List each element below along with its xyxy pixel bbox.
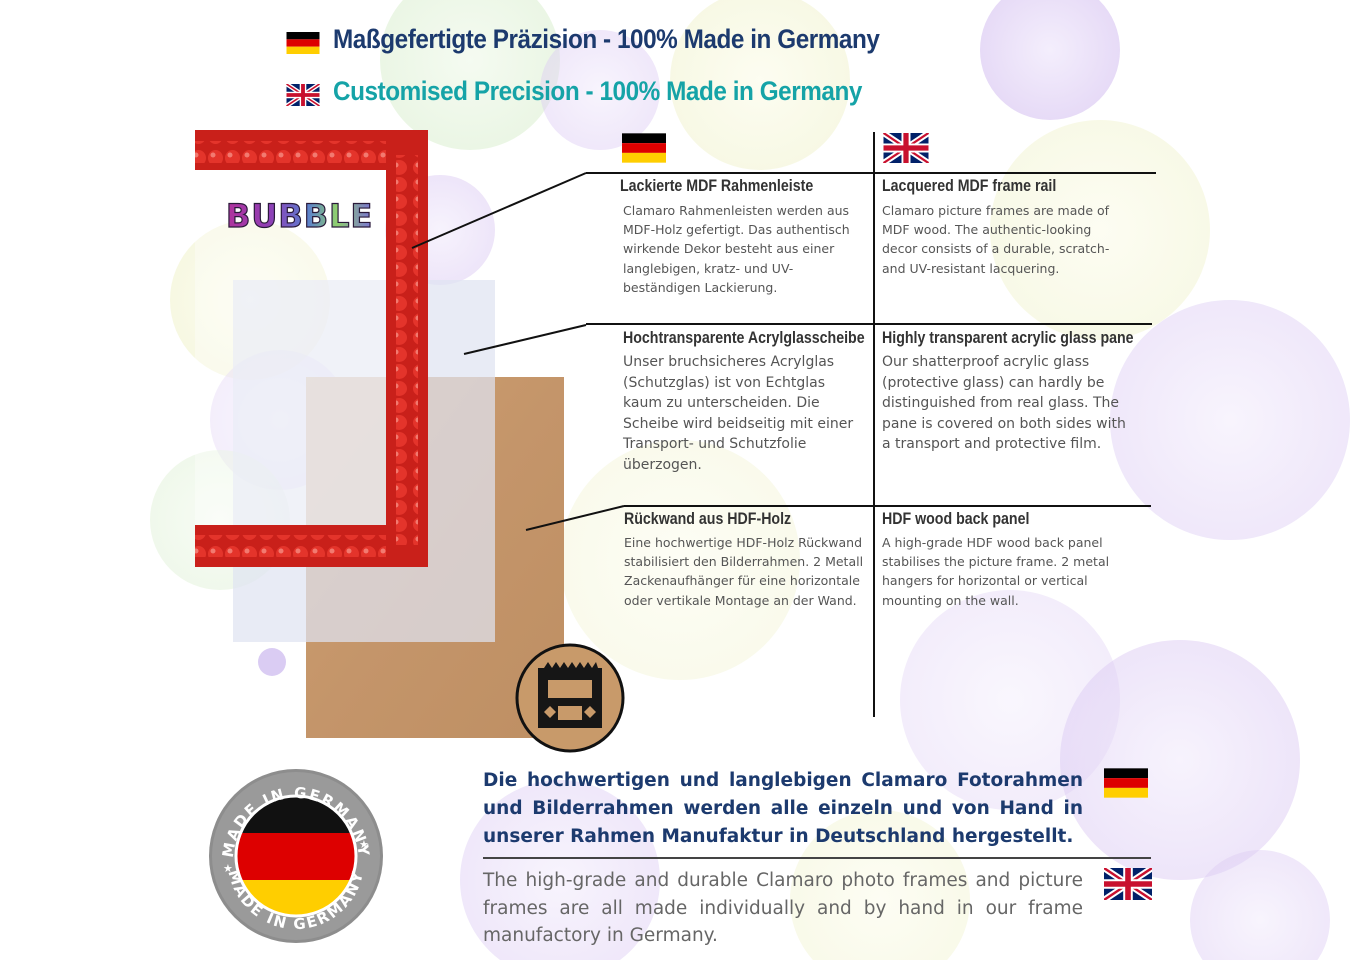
row-divider bbox=[624, 505, 1151, 507]
german-flag-icon bbox=[1104, 768, 1148, 798]
svg-text:★: ★ bbox=[359, 838, 369, 851]
svg-text:BUBBLE: BUBBLE bbox=[226, 197, 372, 235]
section-text-de: Unser bruchsicheres Acrylglas (Schutzgla… bbox=[623, 354, 854, 473]
uk-flag-icon bbox=[1104, 868, 1152, 900]
section-title-de: Hochtransparente Acrylglasscheibe bbox=[623, 329, 865, 347]
section-text-en: Our shatterproof acrylic glass (protecti… bbox=[882, 354, 1126, 453]
bubble-logo: BUBBLE bbox=[225, 196, 372, 235]
headline-english: Customised Precision - 100% Made in Germ… bbox=[333, 76, 862, 106]
bottom-text-english: The high-grade and durable Clamaro photo… bbox=[483, 870, 1083, 946]
section-text-de: Clamaro Rahmenleisten werden aus MDF-Hol… bbox=[623, 203, 850, 295]
section-title-de: Rückwand aus HDF-Holz bbox=[624, 510, 792, 528]
frame-illustration bbox=[195, 130, 580, 745]
uk-flag-icon bbox=[286, 84, 320, 106]
section-text-en: A high-grade HDF wood back panel stabili… bbox=[882, 535, 1110, 608]
section-title-en: HDF wood back panel bbox=[882, 510, 1030, 528]
section-title-en: Highly transparent acrylic glass pane bbox=[882, 329, 1134, 347]
svg-text:★: ★ bbox=[223, 862, 233, 875]
section-title-en: Lacquered MDF frame rail bbox=[882, 177, 1057, 195]
uk-flag-icon bbox=[882, 133, 930, 163]
section-text-en: Clamaro picture frames are made of MDF w… bbox=[882, 203, 1110, 276]
acrylic-glass-pane bbox=[233, 280, 495, 642]
german-flag-icon bbox=[622, 133, 666, 163]
row-divider bbox=[586, 172, 1156, 174]
made-in-germany-seal: MADE IN GERMANY MADE IN GERMANY ★ ★ bbox=[209, 769, 383, 943]
red-frame-rail bbox=[195, 130, 428, 567]
section-title-de: Lackierte MDF Rahmenleiste bbox=[620, 177, 814, 195]
section-text-de: Eine hochwertige HDF-Holz Rückwand stabi… bbox=[624, 535, 864, 608]
row-divider bbox=[586, 323, 1152, 325]
bottom-text-german: Die hochwertigen und langlebigen Clamaro… bbox=[483, 770, 1083, 847]
table-vertical-divider bbox=[873, 132, 875, 717]
headline-german: Maßgefertigte Präzision - 100% Made in G… bbox=[333, 24, 880, 54]
hanger-badge bbox=[515, 643, 625, 753]
german-flag-icon bbox=[286, 32, 320, 54]
bottom-divider bbox=[483, 857, 1151, 859]
